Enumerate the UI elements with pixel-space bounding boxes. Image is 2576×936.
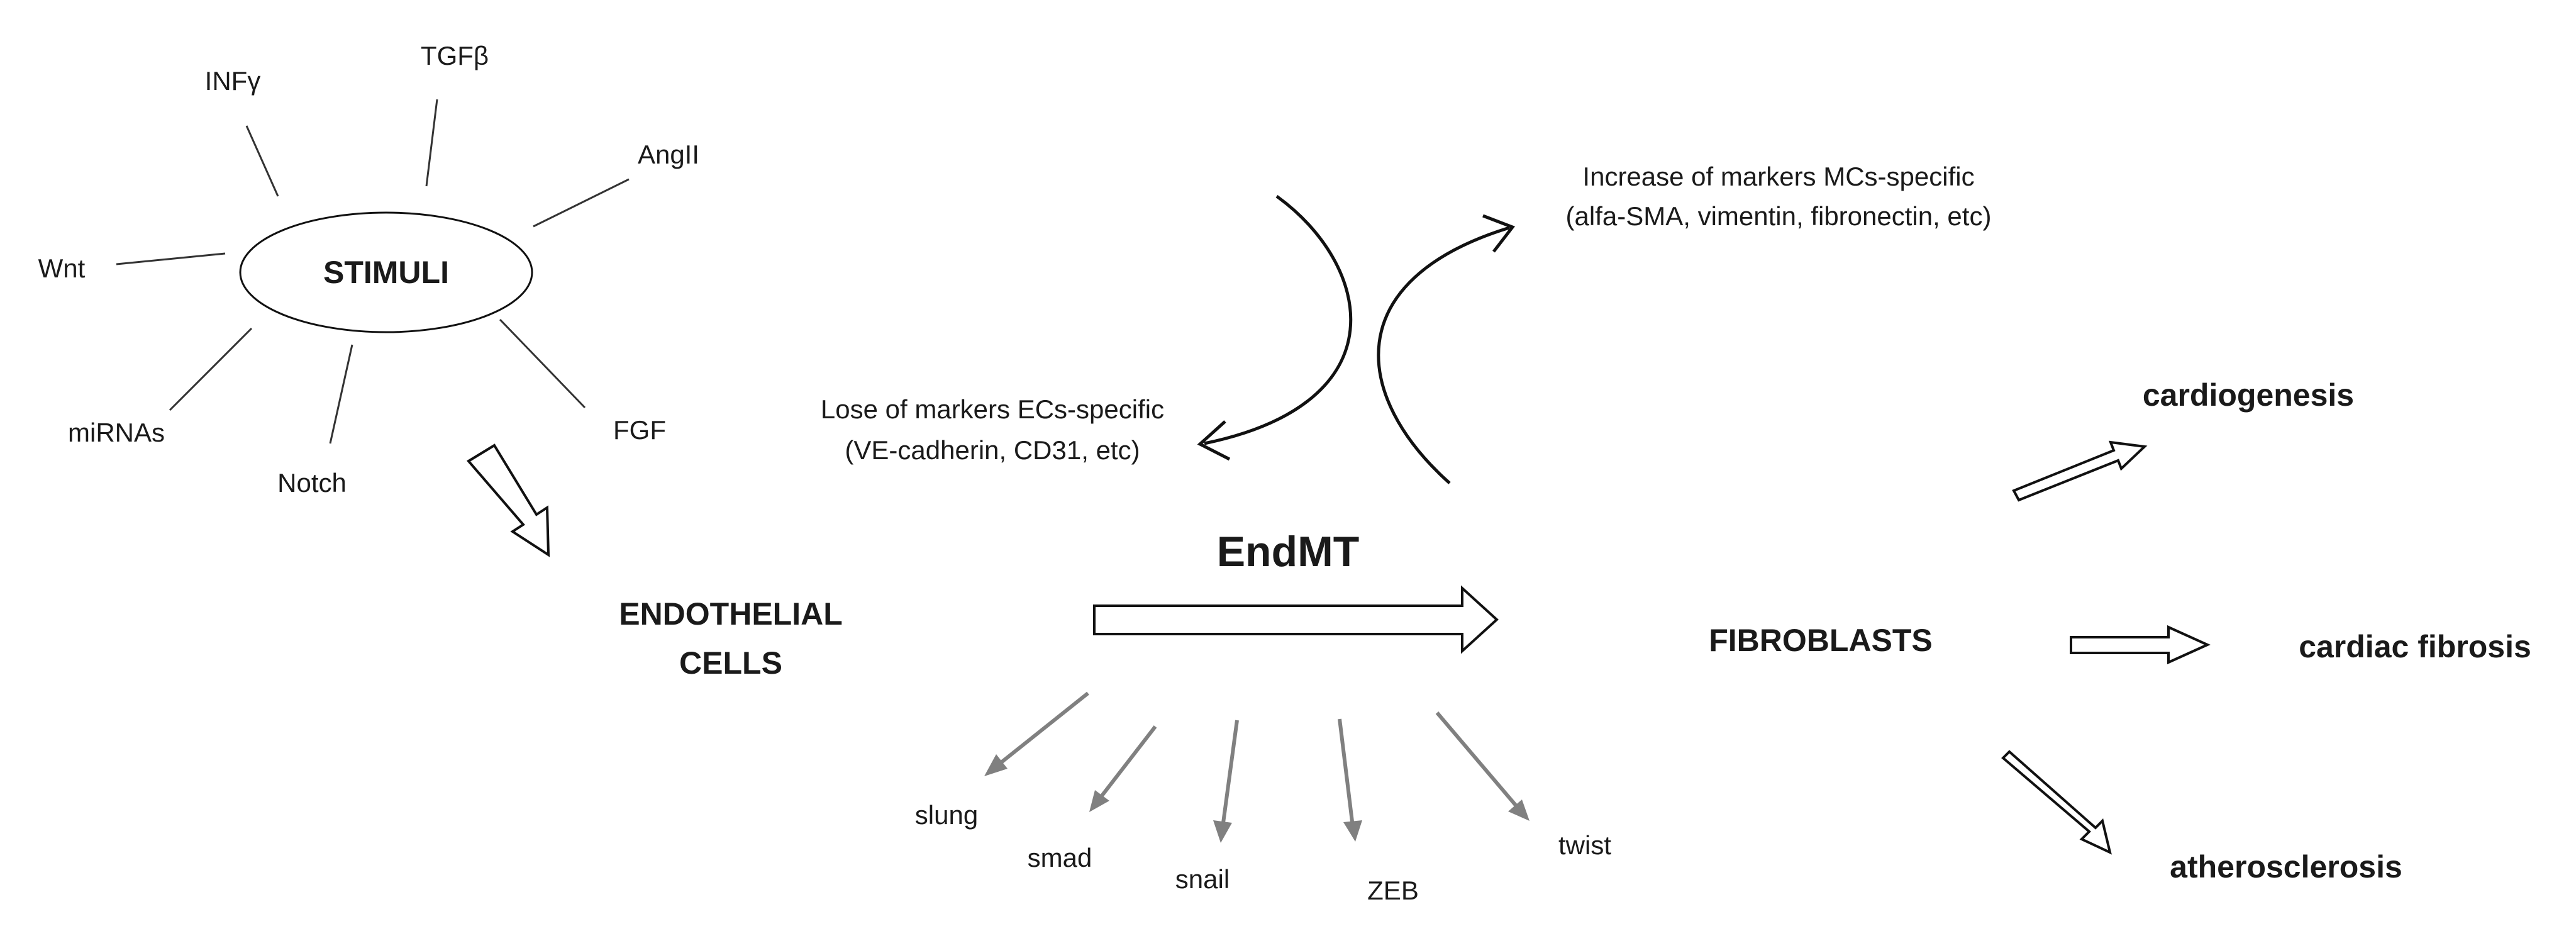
factor-infg: INFγ xyxy=(205,66,261,96)
factor-fgf: FGF xyxy=(613,415,666,445)
tf-arrowhead-slung xyxy=(984,754,1008,776)
factor-tgfb: TGFβ xyxy=(421,41,489,70)
tf-snail: snail xyxy=(1175,864,1230,894)
gain-curve xyxy=(1377,226,1510,484)
gain-arrowhead xyxy=(1482,214,1516,253)
loss-markers: Lose of markers ECs-specific (VE-cadheri… xyxy=(821,394,1164,465)
tf-arrowhead-twist xyxy=(1508,800,1530,821)
factor-wnt: Wnt xyxy=(38,254,86,283)
tf-arrowhead-snail xyxy=(1213,820,1232,843)
loss-arrowhead xyxy=(1197,420,1231,461)
outcomes: cardiogenesis cardiac fibrosis atheroscl… xyxy=(2143,377,2531,884)
gain-markers: Increase of markers MCs-specific (alfa-S… xyxy=(1566,162,1992,231)
to-cardiac-fibrosis-arrow xyxy=(2070,625,2211,665)
tf-smad: smad xyxy=(1028,843,1092,872)
transcription-factors: slung smad snail ZEB twist xyxy=(915,691,1611,905)
loss-markers-line1: Lose of markers ECs-specific xyxy=(821,394,1164,424)
ray-infg xyxy=(245,125,279,197)
ray-mirnas xyxy=(169,327,253,411)
marker-curves xyxy=(1197,194,1516,484)
ray-fgf xyxy=(499,318,586,409)
outcome-atherosclerosis: atherosclerosis xyxy=(2170,849,2402,884)
gain-markers-line1: Increase of markers MCs-specific xyxy=(1582,162,1974,191)
tf-arrow-slung xyxy=(1000,691,1089,764)
tf-arrow-snail xyxy=(1221,720,1239,823)
to-atherosclerosis-arrow xyxy=(2001,750,2112,855)
ray-tgfb xyxy=(425,99,438,187)
to-cardiogenesis-arrow xyxy=(2012,440,2148,502)
endothelial-line1: ENDOTHELIAL xyxy=(619,596,843,632)
stimuli-to-endothelial-arrow xyxy=(466,443,550,557)
loss-markers-line2: (VE-cadherin, CD31, etc) xyxy=(845,435,1140,465)
endmt-label: EndMT xyxy=(1217,528,1360,576)
outcome-cardiac-fibrosis: cardiac fibrosis xyxy=(2299,629,2531,664)
stimuli-ellipse xyxy=(239,211,533,333)
tf-arrow-twist xyxy=(1435,711,1518,806)
endothelial-line2: CELLS xyxy=(679,645,782,681)
stimuli-label: STIMULI xyxy=(323,255,449,290)
tf-twist: twist xyxy=(1558,830,1611,860)
stimuli-cluster: STIMULI INFγ TGFβ AngII Wnt miRNAs Notch… xyxy=(38,41,699,498)
factor-notch: Notch xyxy=(277,468,347,498)
tf-arrowhead-smad xyxy=(1089,790,1109,812)
endothelial-cells: ENDOTHELIAL CELLS xyxy=(619,596,843,681)
tf-slung: slung xyxy=(915,800,978,830)
tf-arrowhead-zeb xyxy=(1343,820,1362,842)
ray-wnt xyxy=(116,252,226,265)
tf-zeb: ZEB xyxy=(1367,876,1419,905)
tf-arrow-smad xyxy=(1100,725,1157,797)
ray-angii xyxy=(533,178,630,228)
loss-curve xyxy=(1204,194,1353,445)
outcome-cardiogenesis: cardiogenesis xyxy=(2143,377,2354,413)
fibroblasts-label: FIBROBLASTS xyxy=(1709,623,1933,658)
factor-angii: AngII xyxy=(638,140,699,169)
endmt-main-arrow xyxy=(1093,585,1499,654)
gain-markers-line2: (alfa-SMA, vimentin, fibronectin, etc) xyxy=(1566,201,1992,231)
ray-notch xyxy=(329,344,353,444)
factor-mirnas: miRNAs xyxy=(68,418,165,447)
tf-arrow-zeb xyxy=(1338,718,1354,822)
